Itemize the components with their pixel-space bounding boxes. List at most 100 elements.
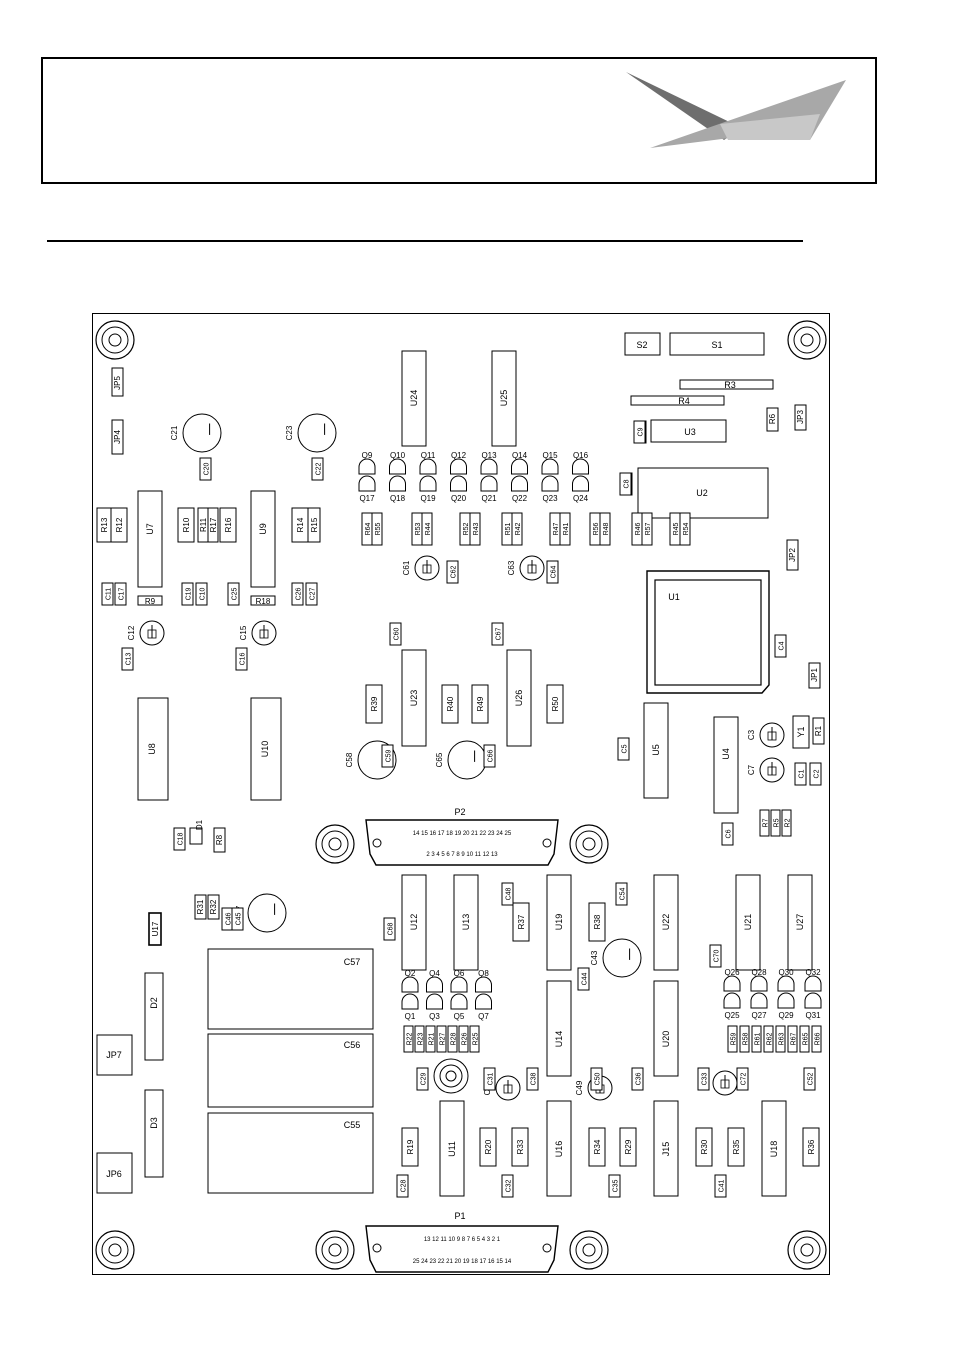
- chip-u10: [250, 697, 282, 801]
- chip-j15-label: J15: [661, 1142, 671, 1157]
- jumper-jp7: [96, 1034, 133, 1076]
- cap-c6: C6: [721, 822, 734, 846]
- chip-u7: [137, 490, 163, 588]
- cap-c27: C27: [305, 582, 318, 606]
- transistor: [777, 975, 795, 992]
- cap-c28: C28: [396, 1174, 409, 1198]
- resistor-r1: [812, 717, 825, 745]
- cap-c67: C67: [491, 622, 504, 646]
- cap-c12-label: C12: [127, 625, 136, 640]
- array-resistor-label: R46: [635, 522, 642, 535]
- array-resistor: [599, 512, 611, 546]
- cap-c48: C48: [501, 882, 514, 906]
- array-resistor-label: R61: [755, 1032, 762, 1045]
- transistor: [358, 475, 376, 492]
- cap-c25: C25: [227, 582, 240, 606]
- array-resistor-label: R59: [731, 1032, 738, 1045]
- transistor-label: Q6: [454, 969, 465, 978]
- cap-c11: C11: [101, 582, 114, 606]
- array-resistor: [811, 1025, 822, 1053]
- cap-c45-label: C45: [236, 912, 243, 925]
- array-resistor: [763, 1025, 774, 1053]
- resistor-r33-label: R33: [516, 1139, 525, 1154]
- switch-s1: [669, 332, 765, 356]
- transistor: [511, 475, 528, 492]
- array-resistor: [775, 1025, 786, 1053]
- array-resistor: [770, 809, 781, 837]
- chip-u20-label: U20: [661, 1031, 671, 1048]
- transistor-label: Q7: [478, 1012, 489, 1021]
- cap-c72-label: C72: [741, 1072, 748, 1085]
- transistor-label: Q17: [359, 494, 375, 503]
- cap-c59: C59: [381, 744, 394, 768]
- crystal-y1: [792, 715, 810, 749]
- cap-c27-label: C27: [310, 587, 317, 600]
- cap-c59-label: C59: [386, 749, 393, 762]
- transistor-label: Q28: [751, 968, 767, 977]
- jumper-jp6-label: JP6: [106, 1169, 122, 1179]
- array-resistor: [414, 1025, 425, 1053]
- transistor-label: Q29: [778, 1011, 794, 1020]
- cap-c68: C68: [383, 917, 396, 941]
- jumper-jp4-label: JP4: [113, 430, 122, 444]
- chip-u11-label: U11: [447, 1141, 457, 1157]
- cap-c5: C5: [617, 737, 630, 761]
- chip-u26-label: U26: [514, 690, 524, 707]
- cap-c60: C60: [389, 622, 402, 646]
- cap-c18: C18: [173, 827, 186, 851]
- p1-label: P1: [454, 1211, 465, 1221]
- cap-c10: C10: [195, 582, 208, 606]
- mount-hole: [95, 320, 135, 360]
- cap-c68-label: C68: [388, 922, 395, 935]
- transistor: [572, 475, 589, 492]
- cap-c67-label: C67: [496, 627, 503, 640]
- p2-label: P2: [454, 807, 465, 817]
- chip-u22: [653, 874, 679, 971]
- cap-c17: C17: [114, 582, 127, 606]
- array-resistor-label: R26: [462, 1032, 469, 1045]
- cap-c1-label: C1: [799, 769, 806, 778]
- transistor: [475, 993, 492, 1010]
- resistor-r34-label: R34: [593, 1139, 602, 1154]
- cap-c19-label: C19: [186, 587, 193, 600]
- cap-c33-label: C33: [702, 1072, 709, 1085]
- transistor-label: Q13: [481, 451, 497, 460]
- diode-d2: [144, 972, 164, 1061]
- transistor: [750, 975, 768, 992]
- resistor-r10-label: R10: [182, 517, 191, 532]
- cap-c57: [207, 948, 374, 1030]
- array-resistor: [759, 809, 770, 837]
- transistor: [450, 458, 467, 475]
- transistor-label: Q27: [751, 1011, 767, 1020]
- chip-u8: [137, 697, 169, 801]
- chip-u2: [637, 467, 769, 519]
- array-resistor-label: R57: [645, 522, 652, 535]
- resistor-r3: [679, 379, 774, 390]
- cap-c15: C15: [239, 620, 277, 646]
- cap-c63: C63: [507, 555, 545, 581]
- array-resistor-label: R21: [429, 1032, 436, 1045]
- cap-c61: C61: [402, 555, 440, 581]
- cap-c70-label: C70: [714, 949, 721, 962]
- chip-u17-label: U17: [151, 921, 160, 936]
- chip-u14-label: U14: [554, 1031, 564, 1048]
- transistor: [480, 475, 498, 492]
- array-resistor: [436, 1025, 447, 1053]
- transistor: [450, 993, 468, 1010]
- transistor: [389, 458, 406, 475]
- array-resistor: [469, 1025, 480, 1053]
- transistor-label: Q11: [421, 451, 436, 460]
- cap-c46: C46: [221, 907, 234, 931]
- resistor-r6-label: R6: [768, 413, 777, 424]
- cap-c3-label: C3: [747, 729, 756, 740]
- p1-pins-bottom: 25 24 23 22 21 20 19 18 17 16 15 14: [413, 1259, 512, 1265]
- transistor: [572, 458, 589, 475]
- transistor-label: Q21: [481, 494, 497, 503]
- cap-c31-label: C31: [488, 1072, 495, 1085]
- cap-c38-label: C38: [531, 1072, 538, 1085]
- transistor: [541, 475, 559, 492]
- chip-u19: [546, 874, 572, 971]
- cap-c33: C33: [697, 1067, 710, 1091]
